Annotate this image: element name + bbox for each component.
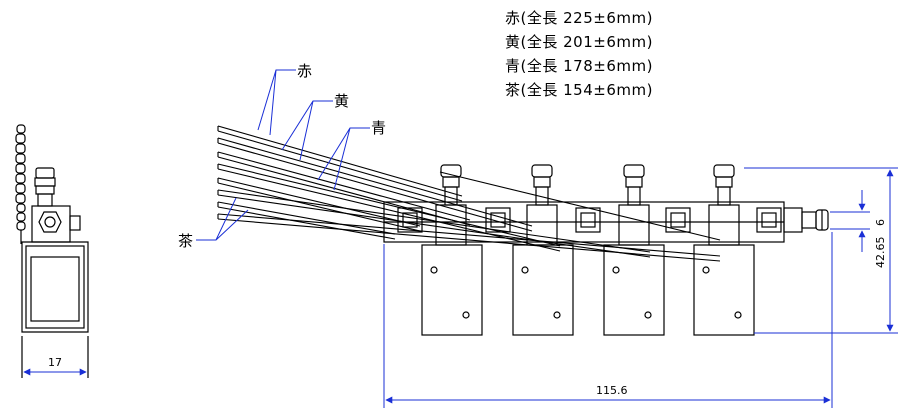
wire-length-legend: 赤(全長 225±6mm) 黄(全長 201±6mm) 青(全長 178±6mm… — [505, 6, 653, 102]
legend-yellow: 黄(全長 201±6mm) — [505, 33, 653, 51]
valve-1 — [397, 164, 483, 336]
label-blue: 青 — [371, 119, 387, 137]
dimension-lines — [383, 167, 898, 408]
label-brown: 茶 — [178, 232, 194, 250]
manifold — [383, 201, 829, 243]
wire-harness — [217, 125, 721, 262]
label-red: 赤 — [297, 62, 313, 80]
valve-2 — [485, 164, 574, 336]
label-yellow: 黄 — [334, 92, 350, 110]
legend-brown: 茶(全長 154±6mm) — [505, 81, 653, 99]
valve-3 — [575, 164, 665, 336]
side-view — [15, 124, 89, 378]
valve-4 — [665, 164, 782, 336]
dim-nozzle-dia: 6 — [874, 219, 887, 226]
legend-blue: 青(全長 178±6mm) — [505, 57, 653, 75]
leader-lines — [196, 69, 370, 241]
dim-overall-length: 115.6 — [596, 384, 628, 397]
side-cable-beads — [15, 124, 26, 244]
dim-side-width: 17 — [48, 356, 62, 369]
legend-red: 赤(全長 225±6mm) — [505, 9, 653, 27]
dim-height: 42.65 — [874, 236, 887, 269]
